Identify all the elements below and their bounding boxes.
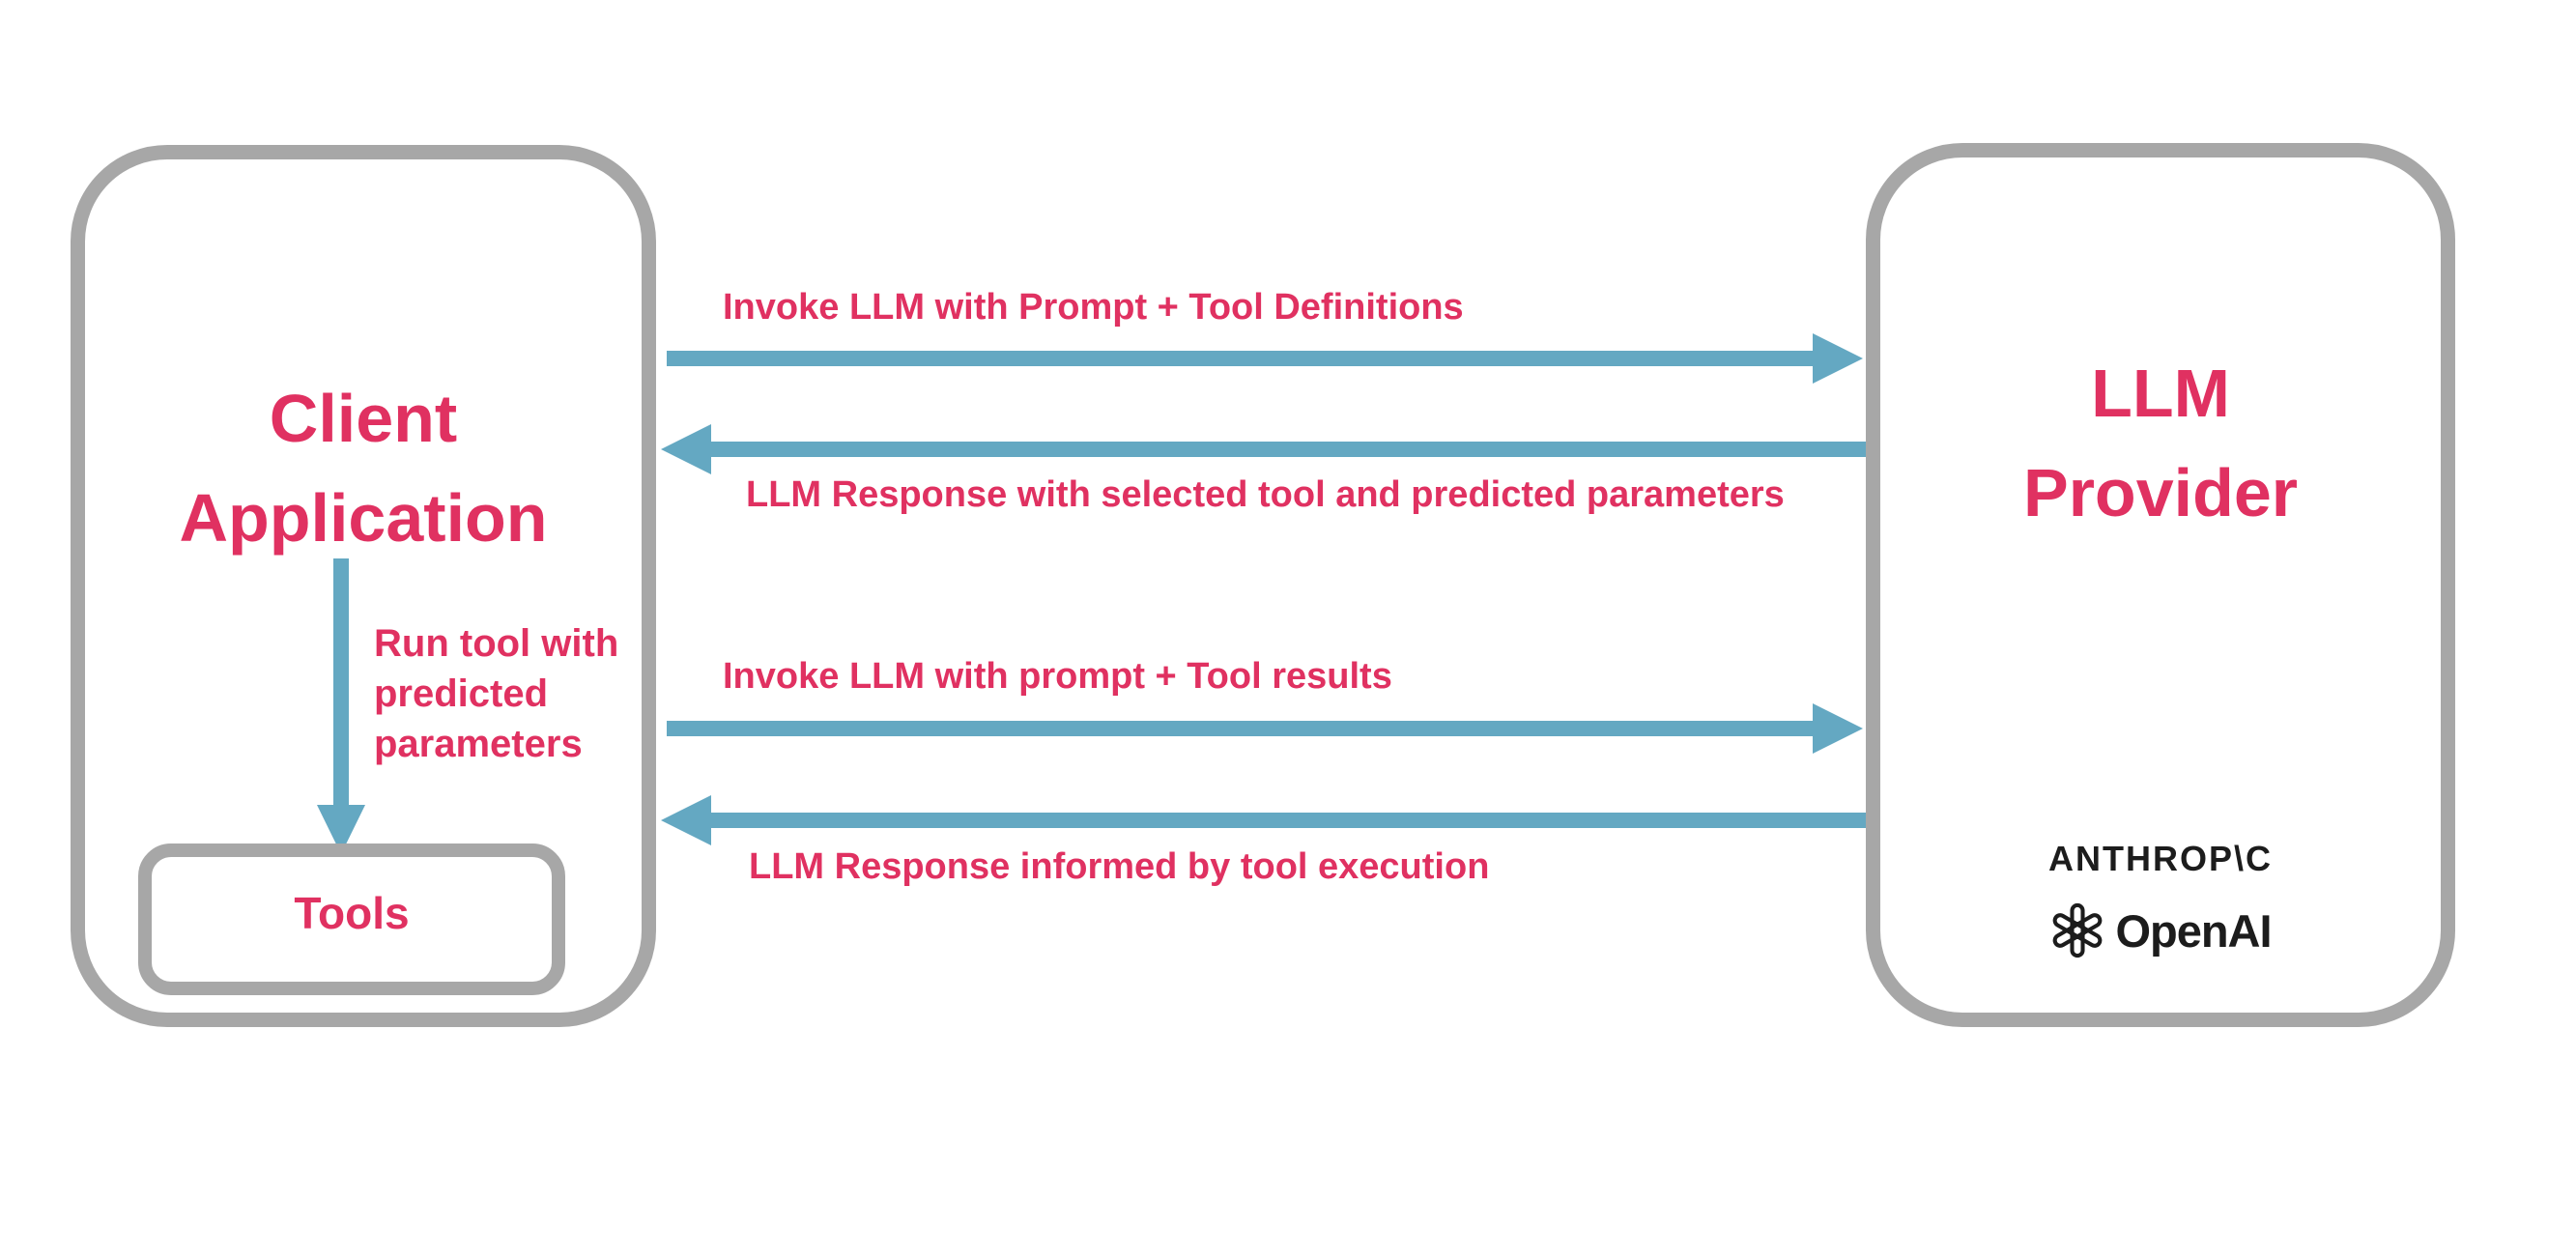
arrow-3-label: Invoke LLM with prompt + Tool results (723, 656, 1392, 697)
openai-logo-icon (2053, 902, 2103, 958)
client-title-line-2: Application (179, 480, 548, 556)
llm-provider-box (1866, 143, 2455, 1027)
client-title-line-1: Client (269, 381, 458, 456)
run-tool-label-line-1: Run tool with (374, 622, 619, 665)
arrow-1-label: Invoke LLM with Prompt + Tool Definition… (723, 287, 1464, 328)
client-application-title: Client Application (71, 369, 656, 568)
openai-logo: OpenAI (1866, 899, 2455, 962)
tools-label: Tools (294, 887, 410, 938)
arrow-4-left (661, 795, 1866, 845)
llm-title-line-2: Provider (2023, 455, 2298, 530)
run-tool-label-line-3: parameters (374, 723, 583, 765)
openai-logo-wordmark: OpenAI (2115, 904, 2272, 957)
anthropic-logo-wordmark: ANTHROP\C (2048, 839, 2273, 878)
arrow-4-label: LLM Response informed by tool execution (749, 846, 1490, 887)
arrow-1-right (667, 333, 1863, 384)
run-tool-down-arrow (317, 558, 365, 854)
llm-title-line-1: LLM (2091, 356, 2230, 431)
arrow-3-right (667, 703, 1863, 754)
llm-provider-title: LLM Provider (1866, 344, 2455, 543)
arrow-2-label: LLM Response with selected tool and pred… (746, 474, 1785, 515)
run-tool-label: Run tool with predicted parameters (374, 618, 618, 769)
run-tool-label-line-2: predicted (374, 672, 549, 715)
tools-box: Tools (138, 843, 565, 995)
arrow-2-left (661, 424, 1866, 474)
